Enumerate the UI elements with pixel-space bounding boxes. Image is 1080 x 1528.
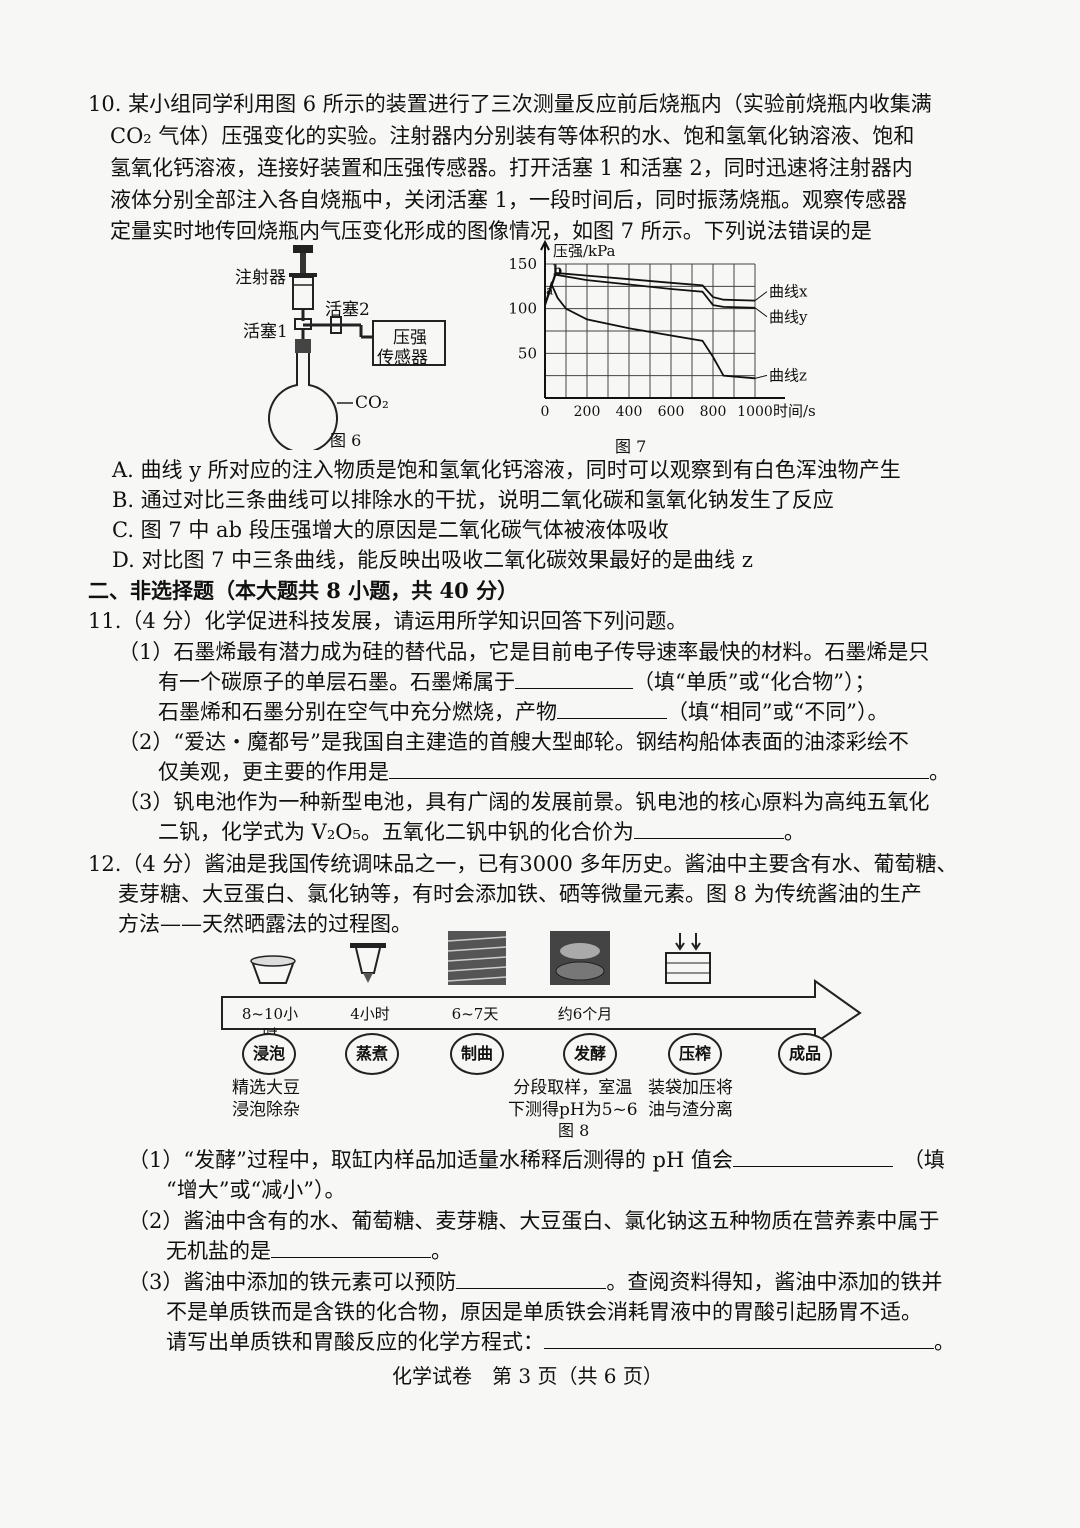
figure-7-caption: 图 7: [615, 437, 647, 456]
option-c: C. 图 7 中 ab 段压强增大的原因是二氧化碳气体被液体吸收: [112, 518, 669, 542]
y-tick-label: 50: [518, 344, 537, 362]
x-axis-label: 时间/s: [773, 402, 816, 420]
q11-p3-line-1: （3）钒电池作为一种新型电池，具有广阔的发展前景。钒电池的核心原料为高纯五氧化: [118, 790, 930, 814]
answer-blank-2[interactable]: [557, 698, 667, 719]
valve-2-label: 活塞2: [325, 300, 370, 320]
q11-head: 11.（4 分）化学促进科技发展，请运用所学知识回答下列问题。: [88, 609, 688, 633]
point-b-label: b: [553, 264, 562, 279]
q11-p1-line-1: （1）石墨烯最有潜力成为硅的替代品，它是目前电子传导速率最快的材料。石墨烯是只: [118, 640, 930, 664]
answer-blank-4[interactable]: [633, 818, 784, 839]
option-b: B. 通过对比三条曲线可以排除水的干扰，说明二氧化碳和氢氧化钠发生了反应: [112, 488, 834, 512]
answer-blank-1[interactable]: [515, 668, 633, 689]
q12-p2-line-2: 无机盐的是。: [166, 1237, 452, 1263]
step-ferment: 发酵: [563, 1033, 617, 1075]
q12-p1-line-2: “增大”或“减小”）。: [166, 1178, 346, 1202]
q10-line-5: 定量实时地传回烧瓶内气压变化形成的图像情况，如图 7 所示。下列说法错误的是: [110, 219, 872, 243]
q12-line-2: 麦芽糖、大豆蛋白、氯化钠等，有时会添加铁、硒等微量元素。图 8 为传统酱油的生产: [118, 882, 922, 906]
q11-p1-line-2: 有一个碳原子的单层石墨。石墨烯属于（填“单质”或“化合物”）；: [158, 668, 876, 694]
co2-label: CO₂: [355, 393, 389, 413]
duration-ferment: 约6个月: [557, 1005, 613, 1023]
q12-p3-line-3: 请写出单质铁和胃酸反应的化学方程式：。: [166, 1328, 955, 1354]
sensor-label-line-1: 压强: [393, 328, 427, 348]
syringe-label: 注射器: [235, 268, 286, 288]
y-axis-arrow: [540, 239, 550, 251]
x-tick-label: 1000: [737, 404, 773, 420]
figure-7-chart: 压强/kPa 时间/s 50 100 150 0 200 400 600 800 1000 曲线x 曲线…: [500, 239, 860, 456]
x-tick-label: 200: [574, 404, 601, 420]
answer-blank-5[interactable]: [732, 1146, 893, 1167]
sensor-label-line-2: 传感器: [377, 348, 428, 368]
duration-koji: 6~7天: [451, 1005, 499, 1023]
curve-x-leader: [754, 291, 768, 302]
figure-8-caption: 图 8: [558, 1121, 590, 1140]
q12-p2-line-1: （2）酱油中含有的水、葡萄糖、麦芽糖、大豆蛋白、氯化钠这五种物质在营养素中属于: [128, 1209, 940, 1233]
curve-x-line: [544, 271, 756, 306]
answer-blank-3[interactable]: [389, 758, 929, 779]
note-soak: 精选大豆浸泡除杂: [232, 1078, 300, 1120]
answer-blank-6[interactable]: [271, 1237, 431, 1258]
figure-6-apparatus: 注射器 活塞2 活塞1 压强 传感器 CO₂ 图 6: [225, 245, 465, 454]
q10-line-4: 液体分别全部注入各自烧瓶中，关闭活塞 1，一段时间后，同时振荡烧瓶。观察传感器: [110, 188, 908, 212]
q11-p2-line-2: 仅美观，更主要的作用是。: [158, 758, 950, 784]
q12-p3-line-1: （3）酱油中添加的铁元素可以预防。查阅资料得知，酱油中添加的铁并: [128, 1268, 943, 1294]
curve-z-leader: [754, 374, 768, 379]
curve-y-line: [544, 273, 756, 309]
q12-p1-line-1: （1）“发酵”过程中，取缸内样品加适量水稀释后测得的 pH 值会（填: [128, 1146, 945, 1172]
q11-p2-line-1: （2）“爱达・魔都号”是我国自主建造的首艘大型邮轮。钢结构船体表面的油漆彩绘不: [118, 730, 909, 754]
duration-steam: 4小时: [350, 1005, 390, 1023]
curve-y-label: 曲线y: [769, 308, 808, 326]
x-tick-label: 800: [700, 404, 727, 420]
figure-6-caption: 图 6: [330, 431, 362, 450]
section-2-title: 二、非选择题（本大题共 8 小题，共 40 分）: [88, 578, 519, 603]
step-press: 压榨: [668, 1033, 722, 1075]
valve-1-label: 活塞1: [243, 322, 288, 342]
note-ferment: 分段取样，室温下测得pH为5~6: [508, 1078, 638, 1120]
step-koji: 制曲: [450, 1033, 504, 1075]
q11-p1-line-3: 石墨烯和石墨分别在空气中充分燃烧，产物（填“相同”或“不同”）。: [158, 698, 889, 724]
answer-blank-7[interactable]: [456, 1268, 607, 1289]
q11-p3-line-2: 二钒，化学式为 V₂O₅。五氧化二钒中钒的化合价为。: [158, 818, 805, 844]
q10-line-3: 氢氧化钙溶液，连接好装置和压强传感器。打开活塞 1 和活塞 2，同时迅速将注射器…: [110, 156, 913, 180]
x-tick-label: 400: [616, 404, 643, 420]
y-tick-label: 100: [508, 300, 537, 318]
step-soak: 浸泡: [242, 1033, 296, 1075]
apparatus-drawing: [268, 245, 446, 454]
page-footer: 化学试卷 第 3 页（共 6 页）: [392, 1364, 663, 1388]
process-pictures: [221, 931, 862, 1045]
q12-line-1: 12.（4 分）酱油是我国传统调味品之一，已有3000 多年历史。酱油中主要含有…: [88, 852, 958, 876]
pressure-chart: 压强/kPa 时间/s 50 100 150 0 200 400 600 800 1000 曲线x 曲线…: [508, 239, 816, 420]
x-tick-label: 0: [541, 404, 550, 420]
q10-line-2: CO₂ 气体）压强变化的实验。注射器内分别装有等体积的水、饱和氢氧化钠溶液、饱和: [110, 124, 915, 148]
step-steam: 蒸煮: [345, 1033, 399, 1075]
step-product: 成品: [778, 1033, 832, 1075]
q12-line-3: 方法——天然晒露法的过程图。: [118, 912, 412, 936]
curve-y-leader: [754, 307, 768, 318]
q10-line-1: 10. 某小组同学利用图 6 所示的装置进行了三次测量反应前后烧瓶内（实验前烧瓶…: [88, 92, 932, 116]
curve-z-label: 曲线z: [769, 366, 807, 384]
x-tick-label: 600: [658, 404, 685, 420]
option-a: A. 曲线 y 所对应的注入物质是饱和氢氧化钙溶液，同时可以观察到有白色浑浊物产…: [112, 458, 901, 482]
y-axis-label: 压强/kPa: [553, 242, 616, 260]
q12-p3-line-2: 不是单质铁而是含铁的化合物，原因是单质铁会消耗胃液中的胃酸引起肠胃不适。: [166, 1300, 922, 1324]
figure-8-process: 8~10小时 4小时 6~7天 约6个月 浸泡 蒸煮 制曲 发酵 压榨 成品 精…: [200, 925, 880, 1140]
curve-z-line: [544, 281, 756, 380]
point-a-label: a: [546, 283, 553, 297]
answer-blank-8[interactable]: [544, 1328, 934, 1349]
curve-x-label: 曲线x: [769, 283, 808, 301]
note-press: 装袋加压将油与渣分离: [648, 1078, 733, 1120]
y-tick-label: 150: [508, 255, 537, 273]
option-d: D. 对比图 7 中三条曲线，能反映出吸收二氧化碳效果最好的是曲线 z: [112, 548, 753, 572]
